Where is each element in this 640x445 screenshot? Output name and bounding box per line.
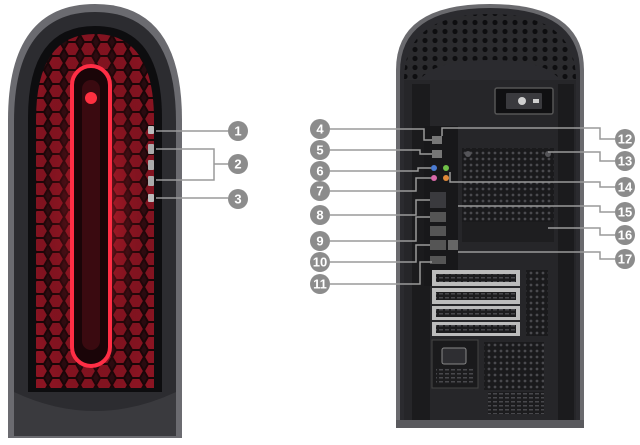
callout-6: 6 (310, 161, 330, 181)
front-callout-lines (156, 130, 228, 199)
callout-17-label: 17 (618, 252, 632, 267)
rear-port-11 (430, 256, 446, 264)
power-socket-icon (441, 347, 467, 365)
callout-14-label: 14 (618, 180, 633, 195)
callout-14: 14 (615, 177, 635, 197)
callout-7-label: 7 (316, 184, 323, 199)
callout-5: 5 (310, 140, 330, 160)
callout-10: 10 (310, 252, 330, 272)
switch-knob-icon (518, 97, 526, 105)
front-chassis (8, 4, 182, 438)
callout-17: 17 (615, 249, 635, 269)
rear-io-panel (424, 126, 458, 286)
psu-fan-grille (484, 342, 544, 390)
rear-port-5 (432, 150, 442, 158)
front-port-3 (148, 194, 154, 202)
callout-7: 7 (310, 181, 330, 201)
audio-jack-blue (431, 165, 437, 171)
rear-port-4 (432, 136, 442, 144)
psu-area (431, 339, 544, 414)
callout-10-label: 10 (313, 255, 327, 270)
callout-6-label: 6 (316, 164, 323, 179)
ethernet-port (448, 240, 458, 250)
front-ports (148, 126, 154, 202)
audio-jack-orange (443, 175, 449, 181)
callout-5-label: 5 (316, 143, 323, 158)
rear-callout-lines (330, 127, 615, 285)
front-port-2c (148, 176, 154, 186)
callout-1-label: 1 (234, 124, 241, 139)
rear-port-8 (430, 192, 446, 208)
callout-9: 9 (310, 231, 330, 251)
callout-11-label: 11 (313, 277, 327, 292)
callout-16: 16 (615, 225, 635, 245)
callout-16-label: 16 (618, 228, 632, 243)
callout-3: 3 (228, 189, 248, 209)
callout-8-label: 8 (316, 208, 323, 223)
callout-8: 8 (310, 205, 330, 225)
callout-4-label: 4 (316, 122, 324, 137)
rear-port-10b (430, 240, 446, 250)
expansion-slots (432, 270, 548, 336)
callout-11: 11 (310, 274, 330, 294)
front-port-2b (148, 160, 154, 170)
audio-jack-green (443, 165, 449, 171)
power-button-icon[interactable] (85, 92, 97, 104)
callout-4: 4 (310, 119, 330, 139)
callout-2: 2 (228, 154, 248, 174)
front-port-2a (148, 144, 154, 154)
callout-3-label: 3 (234, 192, 241, 207)
callout-1: 1 (228, 121, 248, 141)
rear-power-switch[interactable] (494, 87, 554, 115)
front-port-1 (148, 126, 154, 134)
callout-13-label: 13 (618, 154, 632, 169)
callout-9-label: 9 (316, 234, 323, 249)
callout-15: 15 (615, 202, 635, 222)
audio-jack-pink (431, 175, 437, 181)
callout-12: 12 (615, 129, 635, 149)
callout-12-label: 12 (618, 132, 632, 147)
callout-15-label: 15 (618, 205, 632, 220)
rear-top-vent (404, 14, 576, 80)
rear-port-9 (430, 212, 446, 222)
callout-2-label: 2 (234, 157, 241, 172)
callout-13: 13 (615, 151, 635, 171)
rear-port-10a (430, 226, 446, 236)
